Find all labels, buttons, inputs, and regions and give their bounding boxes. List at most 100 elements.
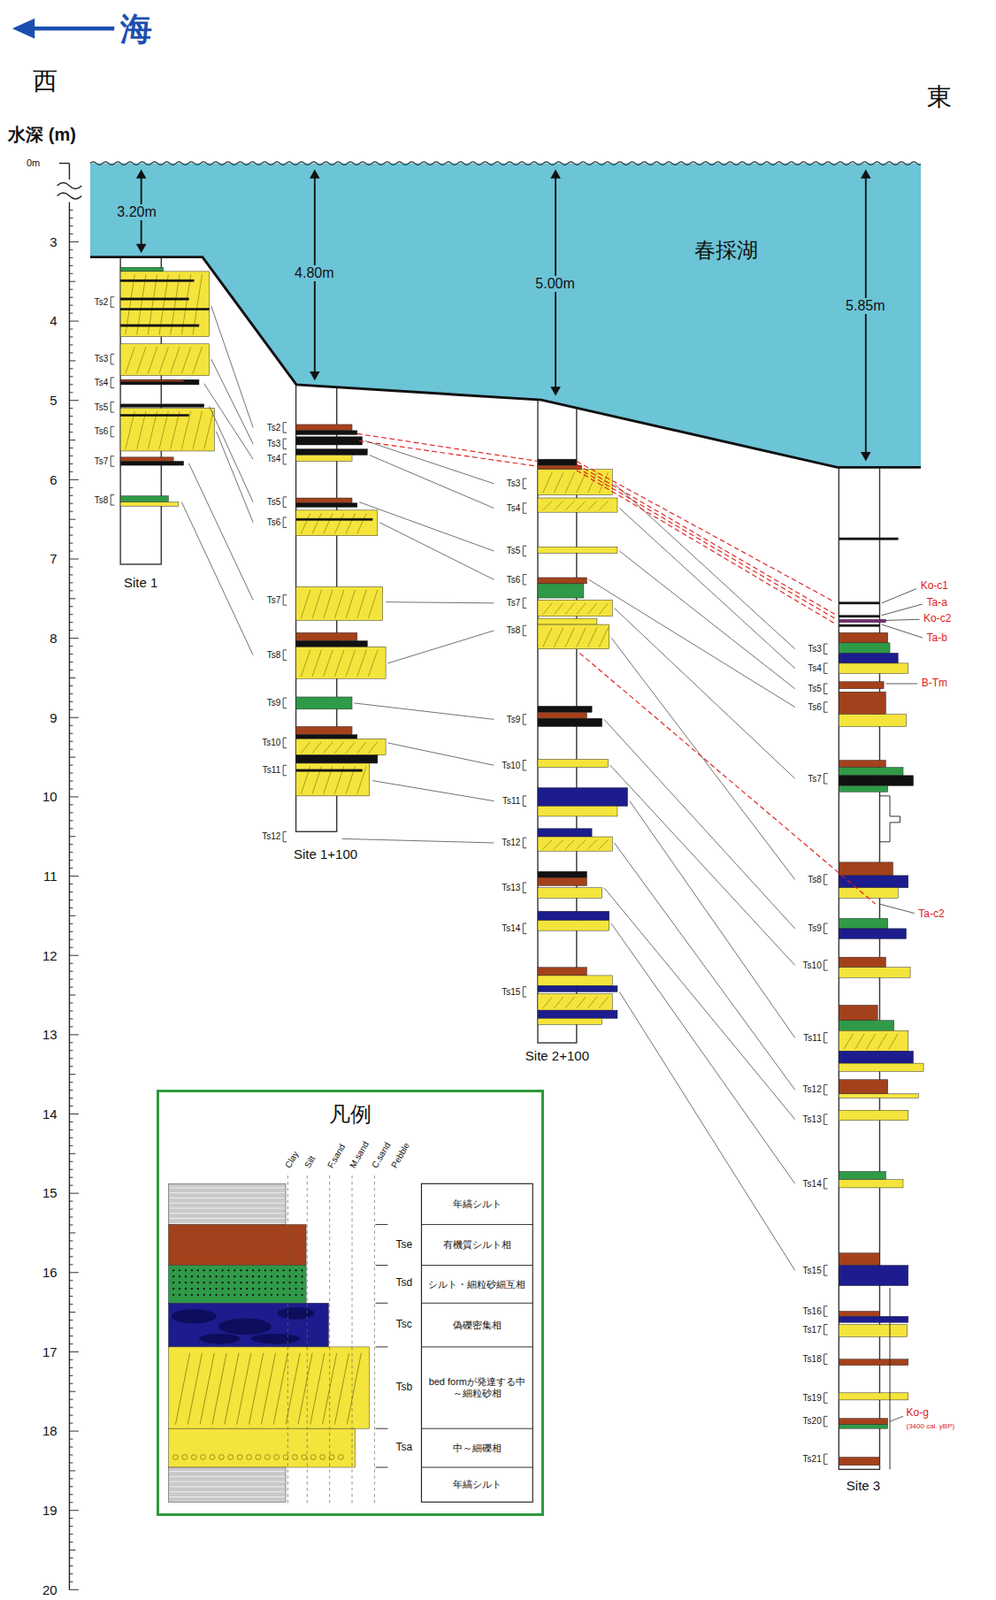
cross-bedding	[598, 472, 608, 493]
stratum	[537, 712, 587, 719]
correlation-line	[619, 551, 795, 690]
stratum	[838, 1020, 894, 1032]
ruler-tick	[68, 907, 73, 909]
stratum	[838, 928, 906, 940]
ruler-tick	[68, 835, 76, 837]
site-name: Site 1+100	[293, 846, 358, 862]
stratum	[120, 407, 215, 451]
unit-bracket	[283, 737, 287, 749]
sand-dot	[270, 1287, 273, 1290]
ruler-tick	[68, 1351, 78, 1353]
unit-bracket	[283, 831, 287, 843]
ruler-tick	[68, 749, 73, 751]
cross-bedding	[334, 650, 344, 677]
ruler-tick	[68, 1097, 73, 1099]
cross-bedding	[553, 500, 563, 510]
unit-bracket	[522, 545, 527, 557]
correlation-line	[211, 359, 253, 445]
table-row-line	[421, 1302, 533, 1304]
legend-title: 凡例	[329, 1102, 372, 1127]
sand-dot	[283, 1269, 285, 1272]
sand-dot	[300, 1287, 303, 1290]
stratum	[120, 404, 205, 407]
depth-tick-label: 9	[49, 710, 57, 726]
sand-dot	[172, 1269, 175, 1272]
unit-label: Ts8	[807, 874, 822, 886]
ruler-tick	[68, 399, 78, 401]
lamination	[169, 1496, 285, 1498]
ruler-tick	[68, 503, 73, 505]
depth-tick-label: 4	[49, 313, 57, 329]
cross-bedding	[300, 742, 310, 754]
sand-dot	[245, 1294, 248, 1296]
stratum	[537, 877, 587, 886]
sand-dot	[239, 1281, 242, 1284]
boundary-tick	[375, 1224, 389, 1226]
ruler-tick	[68, 551, 73, 552]
unit-bracket	[824, 773, 828, 785]
stratum	[296, 455, 353, 462]
sand-dot	[294, 1281, 297, 1284]
ruler-tick	[68, 1454, 73, 1456]
stratum	[838, 1359, 908, 1366]
sand-dot	[227, 1275, 230, 1278]
unit-label: Ts12	[261, 831, 281, 843]
sea-arrowhead	[12, 18, 35, 39]
unit-label: Ts7	[267, 595, 282, 606]
lamination	[169, 1223, 285, 1225]
cross-bedding	[312, 650, 322, 677]
cross-bedding	[553, 628, 563, 648]
stratum	[537, 985, 618, 992]
pebble	[200, 1455, 207, 1461]
ruler-tick	[68, 741, 73, 743]
stratum	[537, 1010, 618, 1019]
boundary-tick	[375, 1428, 389, 1430]
lamination	[169, 1481, 285, 1483]
stratum	[296, 632, 358, 641]
sand-dot	[227, 1294, 230, 1296]
sand-dot	[191, 1269, 193, 1272]
stratum	[838, 957, 886, 968]
correlation-line	[385, 602, 494, 604]
cross-bedding	[565, 603, 575, 615]
unit-bracket	[824, 1265, 828, 1277]
sand-dot	[209, 1269, 212, 1272]
stratum	[838, 775, 913, 787]
depth-tick-label: 0m	[26, 157, 40, 169]
grain-size-label: M.sand	[347, 1140, 371, 1171]
sand-dot	[270, 1275, 273, 1278]
stratum	[838, 1179, 904, 1188]
ruler-tick	[68, 383, 73, 385]
water-depth: 5.00m	[533, 275, 576, 292]
cross-bedding	[357, 650, 367, 677]
cross-bedding	[334, 742, 344, 754]
cross-bedding	[553, 603, 563, 615]
pebble	[274, 1455, 280, 1461]
pebble	[264, 1455, 270, 1461]
ruler-tick	[68, 995, 76, 996]
ruler-tick	[68, 1557, 73, 1559]
sand-dot	[172, 1294, 175, 1296]
sand-dot	[252, 1275, 254, 1278]
stratum	[296, 510, 378, 537]
ruler-tick	[68, 415, 73, 417]
ruler-tick	[68, 709, 73, 711]
ruler-tick	[68, 589, 73, 591]
unit-bracket	[283, 438, 287, 450]
stratum	[537, 618, 598, 625]
sand-dot	[239, 1294, 242, 1296]
unit-label: Ts3	[807, 643, 822, 655]
sand-dot	[264, 1269, 267, 1272]
stratum	[537, 624, 610, 650]
arrowhead	[135, 244, 146, 253]
cross-bedding	[543, 839, 552, 849]
cross-bedding	[170, 411, 180, 450]
sand-dot	[288, 1275, 291, 1278]
ruler-tick	[68, 1153, 76, 1155]
unit-label: Ts2	[94, 297, 109, 308]
cross-bedding	[312, 513, 322, 534]
unit-label: Ts13	[803, 1114, 822, 1126]
lake-water	[90, 163, 921, 468]
unit-label: Ts6	[267, 517, 282, 529]
sand-dot	[221, 1275, 223, 1278]
